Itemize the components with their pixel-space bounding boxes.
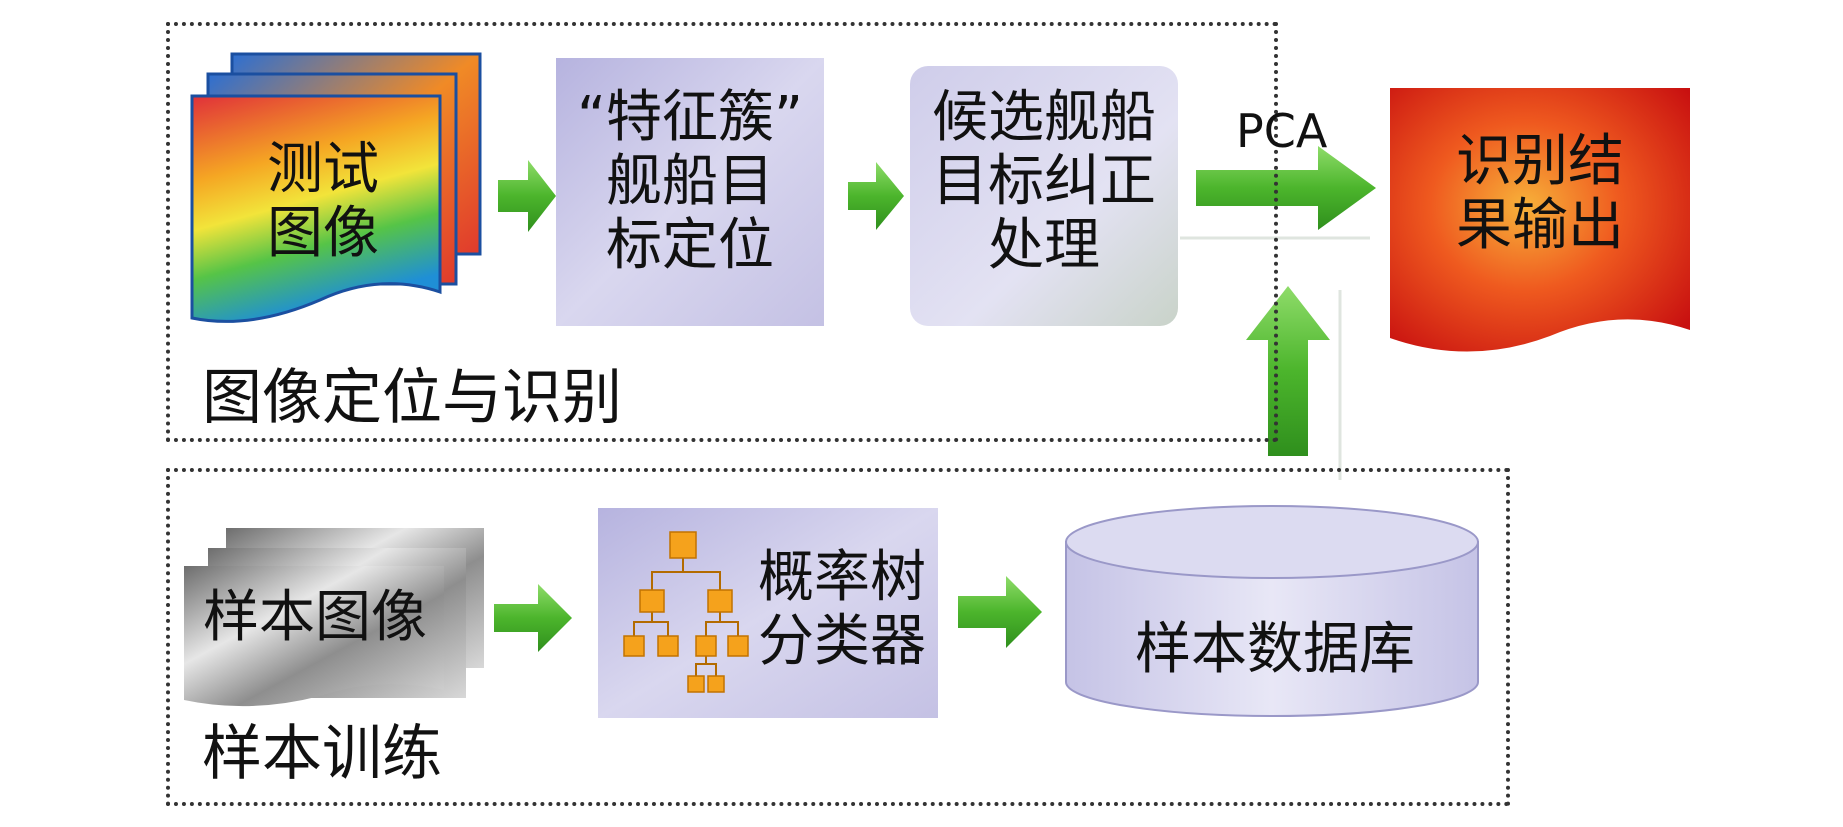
group-label-training: 样本训练 <box>202 719 442 789</box>
arrow-database-to-result <box>1246 286 1342 480</box>
candidate-box <box>910 66 1178 326</box>
sample-image-stack <box>184 528 484 707</box>
arrow-feature-to-candidate <box>848 162 904 230</box>
prob-tree-panel <box>598 508 938 718</box>
node-test-image-label: 测试 图像 <box>267 137 379 266</box>
tree-icon <box>633 558 739 676</box>
node-database-label: 样本数据库 <box>1135 617 1415 682</box>
database-body <box>1065 541 1479 717</box>
result-document <box>1390 88 1690 352</box>
node-result-label: 识别结 果输出 <box>1456 129 1624 258</box>
sample-image-page-front <box>184 566 444 707</box>
feature-cluster-box <box>556 58 824 326</box>
node-feature-cluster-label: “特征簇” 舰船目 标定位 <box>576 85 804 278</box>
node-candidate-label: 候选舰船 目标纠正 处理 <box>932 85 1156 278</box>
test-image-stack <box>190 52 482 323</box>
group-box-localization <box>166 22 1278 442</box>
arrow-sample-to-tree <box>494 584 572 652</box>
group-box-training <box>166 468 1510 806</box>
arrow-tree-to-database <box>958 576 1042 648</box>
group-label-localization: 图像定位与识别 <box>202 363 622 433</box>
database-cylinder <box>1065 505 1479 717</box>
arrow-test-to-feature <box>498 160 556 232</box>
test-image-page-front <box>190 94 442 323</box>
database-top <box>1065 505 1479 579</box>
tree-nodes <box>623 531 749 693</box>
edge-label-pca: PCA <box>1236 104 1328 158</box>
node-sample-image-label: 样本图像 <box>203 585 427 650</box>
node-prob-tree-label: 概率树 分类器 <box>758 545 926 674</box>
prob-tree-box <box>598 508 938 718</box>
